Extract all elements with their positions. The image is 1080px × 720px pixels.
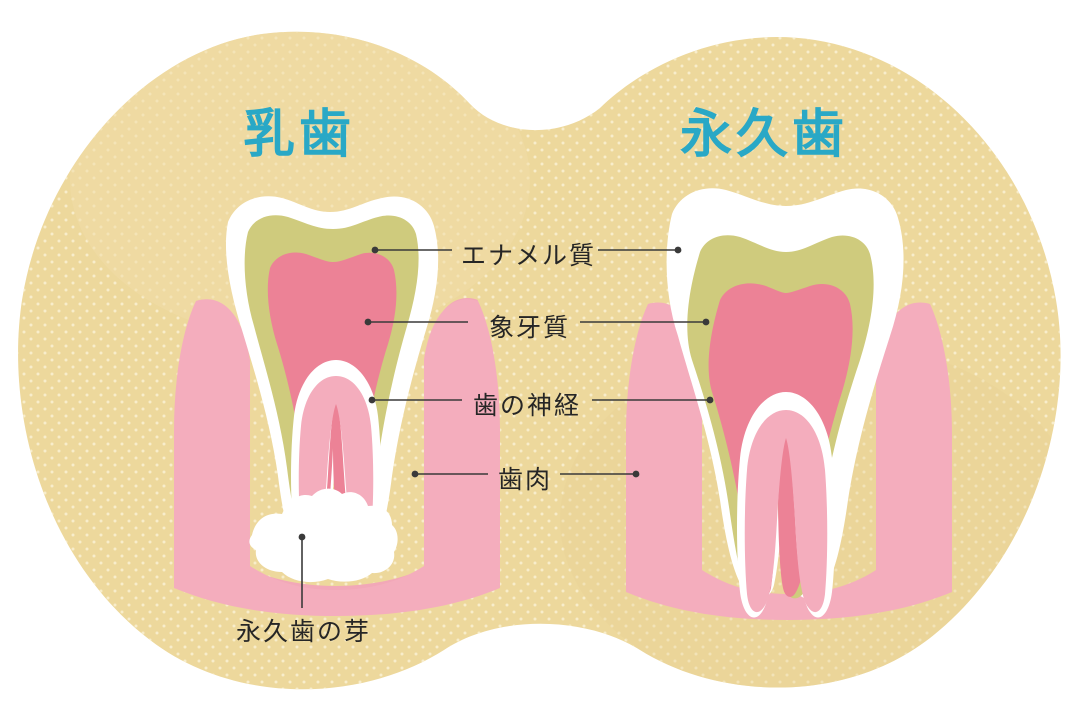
leader-dentin xyxy=(364,318,710,326)
title-permanent-tooth: 永久歯 xyxy=(680,105,849,165)
leader-nerve xyxy=(368,396,714,404)
baby-gum-body xyxy=(174,299,500,616)
leader-lines xyxy=(298,246,714,608)
leader-enamel xyxy=(371,246,682,254)
label-dentin: 象牙質 xyxy=(489,313,571,342)
permanent-inner-gum xyxy=(744,410,828,613)
permanent-gum xyxy=(626,302,952,620)
label-gum: 歯肉 xyxy=(498,465,553,494)
leader-bud xyxy=(298,533,306,608)
label-nerve: 歯の神経 xyxy=(473,391,582,420)
label-tooth-bud: 永久歯の芽 xyxy=(236,617,372,646)
label-enamel: エナメル質 xyxy=(461,241,597,270)
baby-tooth-bud xyxy=(249,488,398,583)
leader-gum xyxy=(411,470,640,478)
title-baby-tooth: 乳歯 xyxy=(243,105,356,165)
baby-tooth-group xyxy=(174,196,500,616)
permanent-tooth-group xyxy=(626,188,952,620)
